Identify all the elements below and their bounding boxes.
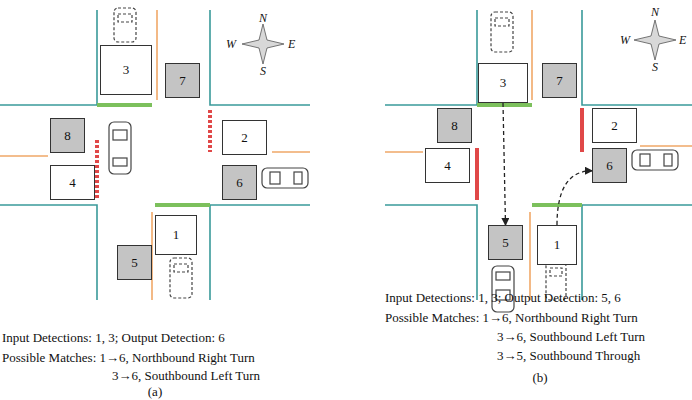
compass-letter: S [652, 60, 658, 75]
caption-text: Possible Matches: 1→6, Northbound Right … [2, 350, 255, 365]
zone-number: 6 [236, 175, 243, 191]
compass-letter: N [259, 11, 267, 26]
zone-number: 7 [556, 73, 563, 89]
detection-zone: 3 [100, 45, 152, 95]
zone-number: 5 [131, 255, 138, 271]
caption-text: Input Detections: 1, 3; Output Detection… [2, 330, 225, 345]
zone-number: 5 [502, 235, 509, 251]
detection-zone: 6 [222, 165, 257, 200]
movement-arrow [557, 171, 592, 225]
detection-zone: 4 [425, 148, 470, 183]
caption-text: (b) [532, 370, 547, 385]
caption-text: Input Detections: 1, 3; Output Detection… [385, 290, 621, 305]
zone-number: 4 [69, 175, 76, 191]
zone-number: 8 [451, 118, 458, 134]
zone-number: 2 [241, 130, 248, 146]
caption-text: 3→5, Southbound Through [497, 348, 640, 363]
detection-zone: 7 [542, 63, 577, 98]
compass-letter: W [226, 37, 236, 52]
detection-zone: 1 [537, 225, 577, 265]
zone-number: 4 [444, 158, 451, 174]
zone-number: 2 [611, 118, 618, 134]
detection-zone: 1 [155, 215, 197, 255]
detection-zone: 2 [592, 108, 637, 143]
zone-number: 3 [500, 75, 507, 91]
caption-text: (a) [148, 384, 162, 399]
detection-zone: 8 [437, 108, 472, 143]
detection-zone: 7 [165, 63, 200, 98]
compass-letter: N [651, 5, 659, 20]
compass-letter: E [288, 37, 295, 52]
zone-number: 8 [64, 128, 71, 144]
detection-zone: 5 [117, 245, 152, 280]
compass-letter: S [260, 64, 266, 79]
detection-zone: 6 [592, 148, 627, 183]
detection-zone: 5 [488, 225, 523, 260]
movement-arrow [503, 103, 506, 225]
zone-number: 6 [606, 158, 613, 174]
zone-number: 1 [554, 237, 561, 253]
caption-text: 3→6, Southbound Left Turn [497, 329, 645, 344]
detection-zone: 3 [478, 63, 528, 103]
zone-number: 1 [173, 227, 180, 243]
caption-text: Possible Matches: 1→6, Northbound Right … [385, 310, 638, 325]
compass-letter: W [620, 33, 630, 48]
detection-zone: 8 [50, 118, 85, 153]
detection-zone: 4 [50, 165, 95, 200]
caption-text: 3→6, Southbound Left Turn [112, 368, 260, 383]
zone-number: 7 [179, 73, 186, 89]
compass-letter: E [679, 33, 686, 48]
zone-number: 3 [123, 62, 130, 78]
detection-zone: 2 [222, 120, 267, 155]
